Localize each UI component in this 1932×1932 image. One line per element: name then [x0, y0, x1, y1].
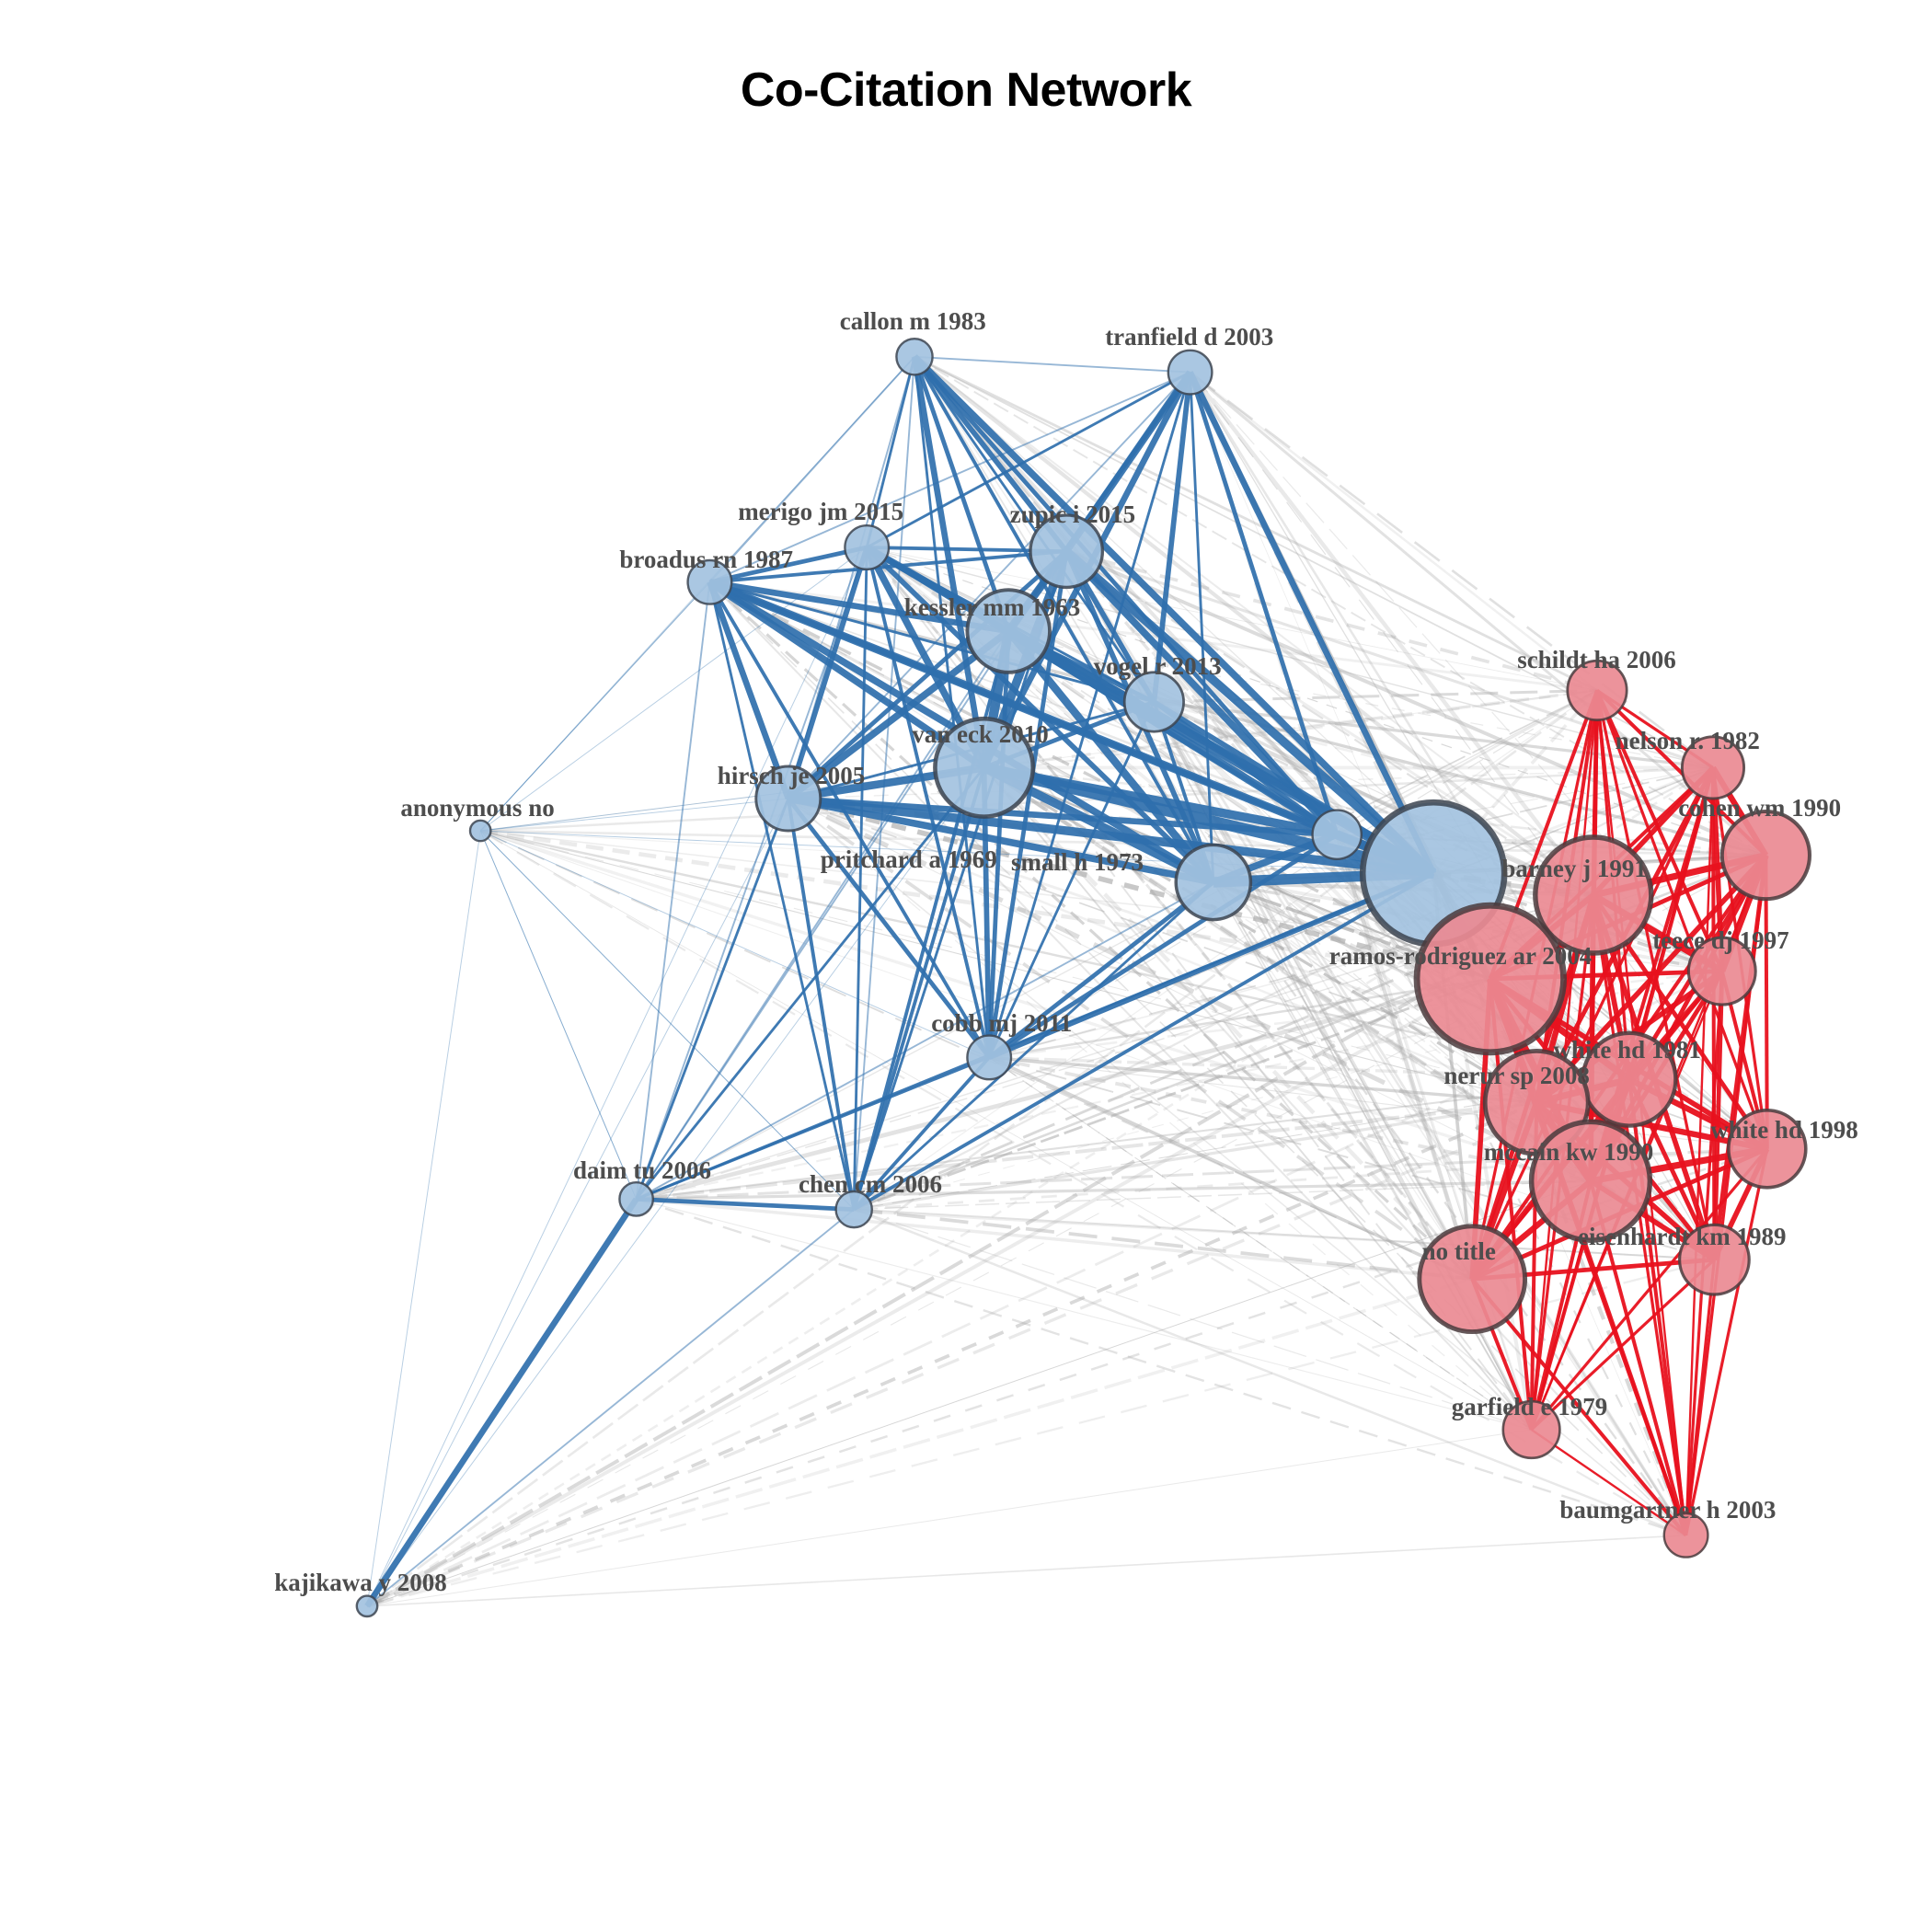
- network-node[interactable]: [1662, 1512, 1709, 1558]
- network-node[interactable]: [468, 819, 492, 843]
- network-node[interactable]: [1719, 809, 1812, 902]
- network-node[interactable]: [1677, 1223, 1751, 1296]
- network-node[interactable]: [1566, 659, 1628, 721]
- network-node[interactable]: [1167, 349, 1213, 396]
- page-title: Co-Citation Network: [740, 63, 1192, 117]
- network-nodes[interactable]: [355, 337, 1812, 1618]
- network-node[interactable]: [933, 716, 1036, 819]
- network-node[interactable]: [1122, 671, 1185, 733]
- network-node[interactable]: [1680, 735, 1746, 800]
- network-node[interactable]: [1311, 809, 1363, 861]
- network-node[interactable]: [1029, 513, 1105, 590]
- network-node[interactable]: [1417, 1224, 1528, 1335]
- network-node[interactable]: [1686, 936, 1757, 1006]
- network-node[interactable]: [1528, 1119, 1653, 1243]
- network-node[interactable]: [966, 1034, 1013, 1081]
- network-node[interactable]: [834, 1190, 874, 1229]
- network-node[interactable]: [686, 558, 733, 605]
- network-node[interactable]: [965, 588, 1052, 674]
- network-node[interactable]: [1533, 834, 1654, 956]
- network-node[interactable]: [1174, 843, 1253, 922]
- network-node[interactable]: [1413, 902, 1568, 1056]
- network-node[interactable]: [355, 1594, 379, 1618]
- network-node[interactable]: [895, 337, 934, 376]
- network-node[interactable]: [1501, 1399, 1561, 1460]
- network-node[interactable]: [1727, 1109, 1808, 1190]
- network-node[interactable]: [844, 524, 891, 571]
- network-node[interactable]: [1581, 1030, 1678, 1128]
- network-node[interactable]: [618, 1181, 654, 1217]
- network-node[interactable]: [754, 765, 822, 833]
